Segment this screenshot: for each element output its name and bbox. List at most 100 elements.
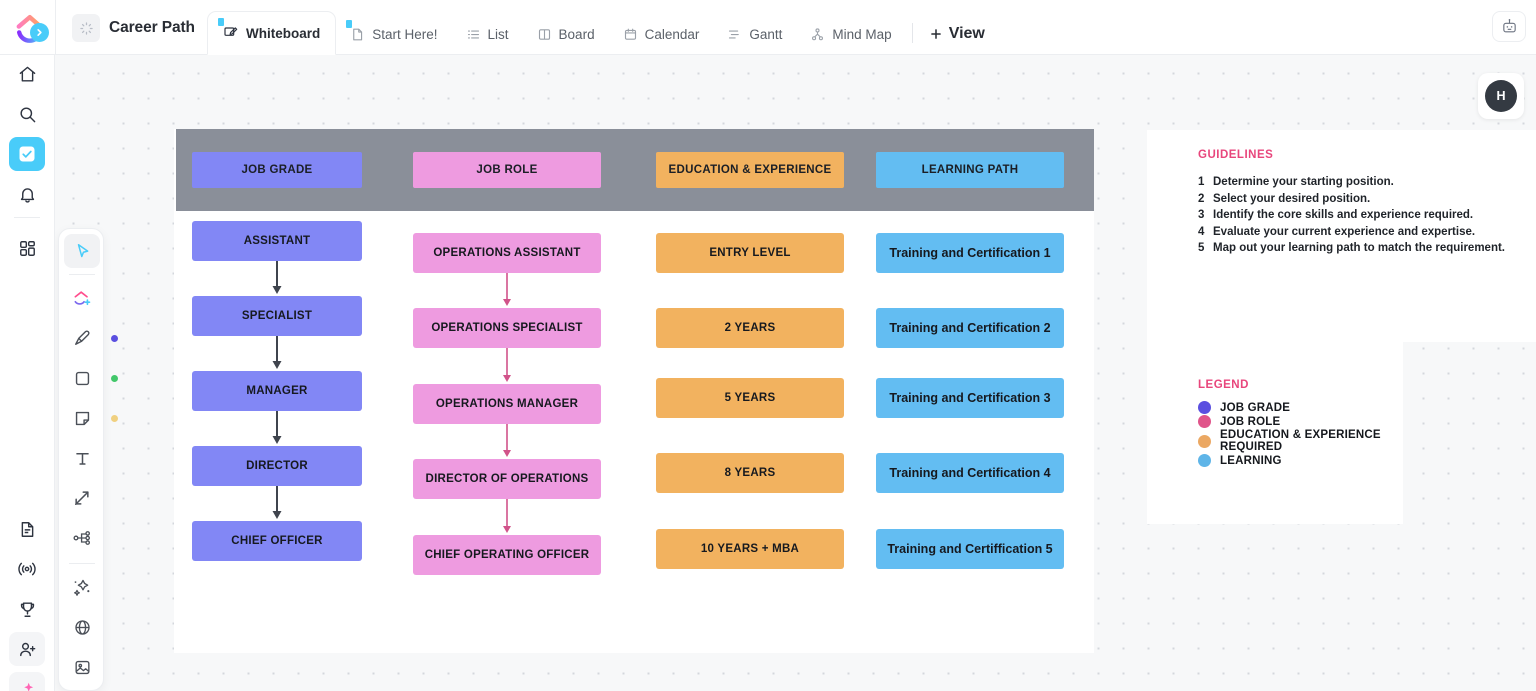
- job-grade-node[interactable]: MANAGER: [192, 371, 362, 411]
- sidebar-item-ai-assist[interactable]: [9, 672, 45, 691]
- avatar[interactable]: H: [1485, 80, 1517, 112]
- toolbar-divider: [69, 274, 95, 275]
- job-role-node[interactable]: OPERATIONS SPECIALIST: [413, 308, 601, 348]
- document-title-chip[interactable]: Career Path: [66, 13, 203, 43]
- home-icon: [19, 66, 35, 82]
- list-icon: [467, 30, 479, 38]
- tab-board[interactable]: Board: [523, 14, 609, 54]
- tool-connector[interactable]: [64, 481, 100, 515]
- tool-shape[interactable]: [64, 361, 100, 395]
- job-grade-node[interactable]: ASSISTANT: [192, 221, 362, 261]
- global-sidebar: [0, 55, 55, 691]
- tool-pen[interactable]: [64, 321, 100, 355]
- bell-icon: [20, 187, 34, 203]
- ai-assistant-button[interactable]: [1492, 11, 1526, 42]
- sidebar-expand-chevron-icon[interactable]: [30, 23, 49, 42]
- tool-pen-color-dot[interactable]: [111, 335, 118, 342]
- tab-label: Mind Map: [832, 26, 892, 42]
- tab-calendar[interactable]: Calendar: [609, 14, 714, 54]
- guideline-number: 2: [1198, 192, 1205, 205]
- sidebar-item-invite[interactable]: [9, 632, 45, 666]
- job-role-node[interactable]: DIRECTOR OF OPERATIONS: [413, 459, 601, 499]
- learning-node[interactable]: Training and Certification 1: [876, 233, 1064, 273]
- job-role-node[interactable]: OPERATIONS MANAGER: [413, 384, 601, 424]
- legend-item: JOB GRADE: [1198, 401, 1403, 414]
- sidebar-item-dashboards[interactable]: [9, 231, 45, 265]
- tab-label: Gantt: [749, 26, 783, 42]
- tool-image[interactable]: [64, 650, 100, 684]
- collaborator-avatar-card[interactable]: H: [1478, 73, 1524, 119]
- guideline-item: 3 Identify the core skills and experienc…: [1198, 207, 1505, 224]
- add-view-button[interactable]: View: [919, 14, 995, 54]
- sidebar-item-broadcast[interactable]: [9, 552, 45, 586]
- sidebar-item-docs[interactable]: [9, 512, 45, 546]
- tab-gantt[interactable]: Gantt: [713, 14, 796, 54]
- legend-label: JOB GRADE: [1220, 401, 1291, 414]
- education-node[interactable]: 8 YEARS: [656, 453, 844, 493]
- education-node[interactable]: 5 YEARS: [656, 378, 844, 418]
- learning-node[interactable]: Training and Certification 2: [876, 308, 1064, 348]
- view-tabs: Whiteboard Start Here! List Board Calend…: [207, 0, 995, 55]
- job-grade-node[interactable]: CHIEF OFFICER: [192, 521, 362, 561]
- job-role-node[interactable]: CHIEF OPERATING OFFICER: [413, 535, 601, 575]
- plus-icon: [930, 29, 941, 39]
- sidebar-item-home[interactable]: [9, 57, 45, 91]
- tool-select[interactable]: [64, 234, 100, 268]
- education-node[interactable]: ENTRY LEVEL: [656, 233, 844, 273]
- column-header-job-role[interactable]: JOB ROLE: [413, 152, 601, 188]
- guidelines-panel[interactable]: GUIDELINES 1 Determine your starting pos…: [1147, 130, 1536, 342]
- tool-shape-color-dot[interactable]: [111, 375, 118, 382]
- shape-square-icon: [75, 371, 89, 385]
- sidebar-item-notifications[interactable]: [9, 177, 45, 211]
- learning-node[interactable]: Training and Certification 3: [876, 378, 1064, 418]
- sidebar-item-rewards[interactable]: [9, 592, 45, 626]
- loading-spinner-icon: [72, 14, 100, 42]
- tab-whiteboard[interactable]: Whiteboard: [207, 11, 337, 55]
- guideline-text: Evaluate your current experience and exp…: [1213, 225, 1476, 238]
- legend-label: JOB ROLE: [1220, 415, 1281, 428]
- whiteboard-canvas[interactable]: JOB GRADE JOB ROLE EDUCATION & EXPERIENC…: [55, 55, 1536, 691]
- tool-ai-magic[interactable]: [64, 570, 100, 604]
- whiteboard-icon: [224, 27, 238, 36]
- tool-text[interactable]: [64, 441, 100, 475]
- tool-sticky-color-dot[interactable]: [111, 415, 118, 422]
- job-grade-node[interactable]: DIRECTOR: [192, 446, 362, 486]
- guideline-text: Determine your starting position.: [1213, 176, 1394, 188]
- column-header-job-grade[interactable]: JOB GRADE: [192, 152, 362, 188]
- flow-arrow-job-grade: [272, 261, 282, 294]
- broadcast-icon: [18, 562, 36, 576]
- education-node[interactable]: 10 YEARS + MBA: [656, 529, 844, 569]
- whiteboard-toolbar: [58, 228, 118, 691]
- top-bar: Career Path Whiteboard Start Here! List …: [0, 0, 1536, 55]
- cursor-select-icon: [77, 243, 88, 257]
- legend-panel[interactable]: LEGEND JOB GRADE JOB ROLE EDUCATION & EX…: [1147, 317, 1403, 524]
- guideline-item: 2 Select your desired position.: [1198, 191, 1505, 208]
- column-header-education-experience[interactable]: EDUCATION & EXPERIENCE: [656, 152, 844, 188]
- tool-embed[interactable]: [64, 610, 100, 644]
- guideline-item: 1 Determine your starting position.: [1198, 174, 1505, 191]
- learning-node[interactable]: Training and Certiffication 5: [876, 529, 1064, 569]
- tab-mind-map[interactable]: Mind Map: [796, 14, 905, 54]
- add-view-label: View: [948, 25, 985, 42]
- legend-item: LEARNING: [1198, 454, 1403, 467]
- legend-item: JOB ROLE: [1198, 415, 1403, 428]
- tool-create-task[interactable]: [64, 281, 100, 315]
- tool-mindmap[interactable]: [64, 521, 100, 555]
- legend-color-swatch-icon: [1198, 415, 1211, 428]
- guideline-number: 5: [1198, 242, 1205, 255]
- job-role-node[interactable]: OPERATIONS ASSISTANT: [413, 233, 601, 273]
- tool-sticky-note[interactable]: [64, 401, 100, 435]
- pin-icon: [346, 20, 353, 28]
- tab-list[interactable]: List: [452, 14, 523, 54]
- sidebar-item-tasks[interactable]: [9, 137, 45, 171]
- column-header-learning-path[interactable]: LEARNING PATH: [876, 152, 1064, 188]
- sidebar-item-search[interactable]: [9, 97, 45, 131]
- tab-start-here[interactable]: Start Here!: [336, 14, 451, 54]
- education-node[interactable]: 2 YEARS: [656, 308, 844, 348]
- job-grade-node[interactable]: SPECIALIST: [192, 296, 362, 336]
- flow-arrow-job-grade: [272, 411, 282, 444]
- tab-label: Board: [558, 26, 595, 42]
- learning-node[interactable]: Training and Certification 4: [876, 453, 1064, 493]
- clickup-logo-button[interactable]: [8, 8, 52, 50]
